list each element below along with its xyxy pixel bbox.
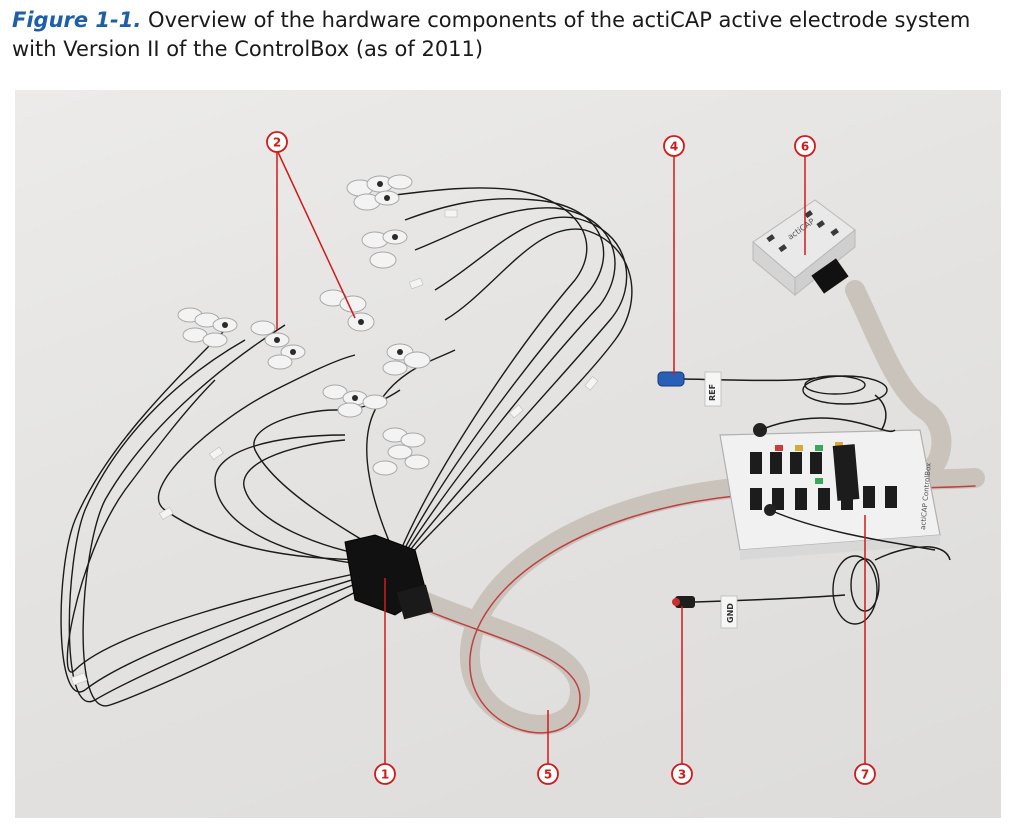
ref-electrode: REF <box>657 371 888 446</box>
callout-6-number: 6 <box>801 140 809 154</box>
gnd-electrode: GND <box>672 546 951 629</box>
callout-marker-6: 6 <box>794 135 816 157</box>
figure-label: Figure 1-1. <box>12 8 142 32</box>
control-box: actiCAP ControlBox <box>719 417 941 560</box>
callout-marker-1: 1 <box>374 763 396 785</box>
callout-marker-7: 7 <box>854 763 876 785</box>
active-electrodes <box>177 174 431 476</box>
callout-marker-5: 5 <box>537 763 559 785</box>
hardware-photo: REF GND actiCAP <box>15 90 1001 818</box>
callout-1-number: 1 <box>381 768 389 782</box>
figure-caption-text: Overview of the hardware components of t… <box>12 8 971 61</box>
electrode-tips <box>222 181 403 401</box>
callout-4-number: 4 <box>670 140 678 154</box>
callout-marker-4: 4 <box>663 135 685 157</box>
callout-marker-3: 3 <box>671 763 693 785</box>
splitter-module: actiCAP <box>752 199 856 297</box>
callout-2-number: 2 <box>273 136 281 150</box>
splitter-box <box>344 534 434 620</box>
wire-tags <box>70 209 599 686</box>
callout-7-number: 7 <box>861 768 869 782</box>
gnd-label: GND <box>726 603 735 623</box>
callout-5-number: 5 <box>544 768 552 782</box>
figure-caption: Figure 1-1. Overview of the hardware com… <box>12 6 1012 64</box>
callout-lines <box>276 149 866 765</box>
electrode-wire-bundle <box>60 187 633 707</box>
callout-marker-2: 2 <box>266 131 288 153</box>
callout-3-number: 3 <box>678 768 686 782</box>
ref-label: REF <box>708 384 717 401</box>
